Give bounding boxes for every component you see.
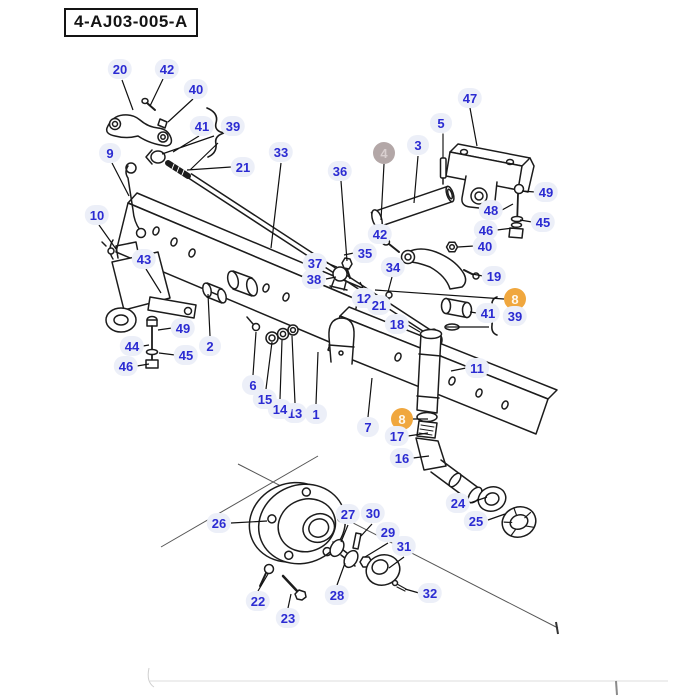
tie-rod-clamp <box>329 266 348 291</box>
part-callout-21[interactable]: 21 <box>366 295 392 315</box>
exploded-axis-lines <box>147 455 668 696</box>
part-callout-27[interactable]: 27 <box>335 504 361 524</box>
part-callout-11[interactable]: 11 <box>465 358 489 378</box>
part-callout-4[interactable]: 4 <box>373 142 395 164</box>
part-callout-29[interactable]: 29 <box>375 522 401 542</box>
part-callout-40[interactable]: 40 <box>472 236 498 256</box>
part-callout-31[interactable]: 31 <box>391 536 417 556</box>
part-callout-16[interactable]: 16 <box>389 448 415 468</box>
part-callout-37[interactable]: 37 <box>302 253 328 273</box>
part-callout-32[interactable]: 32 <box>417 583 443 603</box>
part-callout-5[interactable]: 5 <box>430 113 452 133</box>
drop-arm <box>105 97 173 147</box>
pin-5 <box>439 133 447 185</box>
part-callout-36[interactable]: 36 <box>327 161 353 181</box>
right-bolt-stack <box>445 183 525 253</box>
part-callout-3[interactable]: 3 <box>407 135 429 155</box>
part-callout-1[interactable]: 1 <box>305 404 327 424</box>
part-callout-46[interactable]: 46 <box>113 356 139 376</box>
part-callout-38[interactable]: 38 <box>301 269 327 289</box>
part-callout-41[interactable]: 41 <box>475 303 501 323</box>
thrust-washer <box>477 485 507 513</box>
part-callout-49[interactable]: 49 <box>170 318 196 338</box>
part-callout-8[interactable]: 8 <box>391 408 413 430</box>
part-callout-43[interactable]: 43 <box>131 249 157 269</box>
part-callout-42[interactable]: 42 <box>367 224 393 244</box>
part-callout-42[interactable]: 42 <box>154 59 180 79</box>
part-callout-49[interactable]: 49 <box>533 182 559 202</box>
drawing-number-box: 4-AJ03-005-A <box>64 8 198 37</box>
part-callout-39[interactable]: 39 <box>220 116 246 136</box>
part-callout-24[interactable]: 24 <box>445 493 471 513</box>
part-callout-45[interactable]: 45 <box>530 212 556 232</box>
part-callout-9[interactable]: 9 <box>99 143 121 163</box>
drawing-number: 4-AJ03-005-A <box>74 12 188 31</box>
hub-hardware <box>329 532 407 592</box>
part-callout-7[interactable]: 7 <box>357 417 379 437</box>
part-callout-34[interactable]: 34 <box>380 257 406 277</box>
part-callout-30[interactable]: 30 <box>360 503 386 523</box>
part-callout-18[interactable]: 18 <box>384 314 410 334</box>
part-callout-25[interactable]: 25 <box>463 511 489 531</box>
part-callout-23[interactable]: 23 <box>275 608 301 628</box>
part-callout-20[interactable]: 20 <box>107 59 133 79</box>
wheel-hub <box>248 481 347 565</box>
part-callout-41[interactable]: 41 <box>189 116 215 136</box>
part-callout-45[interactable]: 45 <box>173 345 199 365</box>
hub-bolts <box>259 563 307 601</box>
part-callout-17[interactable]: 17 <box>384 426 410 446</box>
part-callout-21[interactable]: 21 <box>230 157 256 177</box>
part-callout-19[interactable]: 19 <box>481 266 507 286</box>
axle-beam-extension <box>327 306 558 435</box>
part-callout-26[interactable]: 26 <box>206 513 232 533</box>
bearing <box>501 506 537 538</box>
part-callout-35[interactable]: 35 <box>352 243 378 263</box>
part-callout-40[interactable]: 40 <box>183 79 209 99</box>
small-hardware <box>341 238 400 306</box>
part-callout-10[interactable]: 10 <box>84 205 110 225</box>
part-callout-48[interactable]: 48 <box>478 200 504 220</box>
leader-lines <box>98 78 536 609</box>
part-callout-44[interactable]: 44 <box>119 336 145 356</box>
bushings <box>202 270 259 304</box>
left-kingpin-housing <box>105 241 197 369</box>
right-steering-arm <box>400 248 480 290</box>
left-pivot-link <box>101 162 147 260</box>
part-callout-15[interactable]: 15 <box>252 389 278 409</box>
part-callout-28[interactable]: 28 <box>324 585 350 605</box>
part-callout-46[interactable]: 46 <box>473 220 499 240</box>
spindle <box>415 411 483 504</box>
tie-rod-end <box>440 297 473 331</box>
right-kingpin <box>416 328 443 414</box>
part-callout-33[interactable]: 33 <box>268 142 294 162</box>
part-callout-22[interactable]: 22 <box>245 591 271 611</box>
part-callout-8[interactable]: 8 <box>504 288 526 310</box>
part-callout-2[interactable]: 2 <box>199 336 221 356</box>
beam-washers <box>246 316 299 345</box>
part-callout-47[interactable]: 47 <box>457 88 483 108</box>
part-callout-39[interactable]: 39 <box>502 306 528 326</box>
center-clamp <box>328 317 355 365</box>
